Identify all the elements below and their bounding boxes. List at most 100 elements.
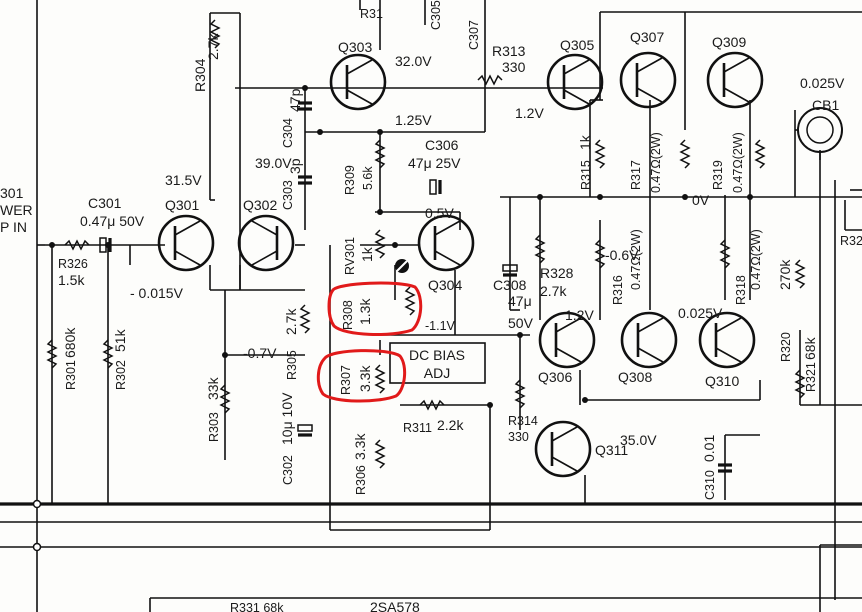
label-c306-name: C306: [425, 137, 459, 153]
label-r317-name: R317: [629, 160, 643, 190]
label-r321-value: 68k: [802, 336, 818, 360]
label-r302-value: 51k: [112, 328, 128, 352]
label-r309-name: R309: [343, 165, 357, 195]
label-q305: Q305: [560, 37, 594, 53]
dc-bias-label-line1: DC BIAS: [409, 347, 465, 363]
label-r321-name: R321: [804, 362, 818, 392]
q310-symbol: [698, 311, 756, 369]
voltage-0025v-top: 0.025V: [800, 75, 845, 91]
transistor-labels: Q303 Q305 Q307 Q309 Q301 Q302 Q304 Q306 …: [165, 29, 746, 458]
q309-symbol: [706, 51, 764, 109]
junction-dots: [49, 85, 753, 408]
label-r320-value: 270k: [777, 259, 793, 290]
q307-symbol: [619, 51, 677, 109]
label-c308-name: C308: [493, 277, 527, 293]
label-q302: Q302: [243, 197, 277, 213]
q304-symbol: [417, 214, 475, 272]
label-r315-name: R315: [579, 160, 593, 190]
label-q307: Q307: [630, 29, 664, 45]
voltage-35v: 35.0V: [620, 432, 657, 448]
label-r318-name: R318: [734, 275, 748, 305]
label-r308-value: 1.3k: [357, 298, 373, 325]
left-edge-text-1: 301: [0, 185, 24, 201]
voltage-32v: 32.0V: [395, 53, 432, 69]
label-r303-name: R303: [207, 412, 221, 442]
label-r319-value: 0.47Ω(2W): [731, 132, 745, 193]
label-r302-name: R302: [114, 360, 128, 390]
label-r326-value: 1.5k: [58, 272, 85, 288]
voltage-0025v-mid: 0.025V: [678, 305, 723, 321]
label-r311-name: R311: [403, 421, 432, 435]
label-r328-value: 2.7k: [540, 283, 567, 299]
label-c302-value: 10μ 10V: [279, 392, 295, 445]
label-r317-value: 0.47Ω(2W): [649, 132, 663, 193]
label-r313-name: R313: [492, 43, 526, 59]
capacitor-symbols: [99, 101, 732, 473]
label-r306-value: 3.3k: [352, 433, 368, 460]
transistor-symbols: [157, 51, 764, 478]
label-r304-name: R304: [192, 58, 208, 92]
label-q311: Q311: [595, 442, 628, 458]
voltage-neg07v: -0.7V: [243, 345, 277, 361]
bias-adjust-knob: [395, 259, 409, 273]
label-c307-name: C307: [467, 20, 481, 50]
label-r305-value: 2.7k: [283, 308, 299, 335]
label-cb1: CB1: [812, 97, 839, 113]
q311-symbol: [534, 420, 592, 478]
left-edge-text-2: WER: [0, 202, 33, 218]
label-q310: Q310: [705, 373, 739, 389]
bottom-partial-text-2: 2SA578: [370, 599, 420, 612]
voltage-neg06v: -0.6V: [605, 247, 639, 263]
dc-bias-label-line2: ADJ: [424, 365, 450, 381]
label-c310-value: 0.01: [701, 435, 717, 462]
left-edge-text-3: P IN: [0, 219, 27, 235]
label-c301-name: C301: [88, 195, 122, 211]
label-r309-value: 5.6k: [361, 166, 375, 190]
resistor-labels: R304 2.7k R313 330 R309 5.6k R315 1k R31…: [58, 33, 818, 495]
label-c302-name: C302: [281, 455, 295, 485]
red-circle-r308: [327, 281, 423, 336]
circuit-breaker-symbol: [795, 107, 843, 160]
dc-bias-adj-box: DC BIAS ADJ: [389, 342, 486, 384]
label-r301-name: R301: [64, 360, 78, 390]
label-r307-name: R307: [339, 365, 353, 395]
voltage-315v: 31.5V: [165, 172, 202, 188]
q301-symbol: [157, 214, 215, 272]
voltage-neg0015v: - 0.015V: [130, 285, 184, 301]
q302-symbol: [237, 214, 295, 272]
label-c305-name: C305: [429, 0, 443, 30]
label-r311-value: 2.2k: [437, 417, 464, 433]
label-c303-value: 3p: [287, 158, 303, 174]
label-rv301-value: 1k: [359, 246, 375, 262]
label-q304: Q304: [428, 277, 462, 293]
voltage-0v: 0V: [692, 192, 710, 208]
voltage-39v: 39.0V: [255, 155, 292, 171]
label-q309: Q309: [712, 34, 746, 50]
voltage-12v-top: 1.2V: [515, 105, 544, 121]
label-q306: Q306: [538, 369, 572, 385]
label-q301: Q301: [165, 197, 199, 213]
label-c304-name: C304: [281, 118, 295, 148]
label-c301-value: 0.47μ 50V: [80, 213, 145, 229]
label-c306-value: 47μ 25V: [408, 155, 461, 171]
voltage-05v: 0.5V: [425, 205, 454, 221]
label-c304-value: 47p: [287, 88, 303, 112]
bottom-partial-text: R331 68k: [230, 601, 284, 612]
q308-symbol: [620, 311, 678, 369]
label-r316-name: R316: [611, 275, 625, 305]
label-c303-name: C303: [281, 180, 295, 210]
label-r304-value: 2.7k: [205, 33, 221, 60]
q303-symbol: [329, 53, 387, 111]
partial-label-r32x: R32: [840, 234, 862, 248]
label-r301-value: 680k: [62, 327, 78, 358]
label-r315-value: 1k: [577, 134, 593, 150]
label-r320-name: R320: [779, 332, 793, 362]
q305-symbol: [546, 53, 604, 111]
label-r314-name: R314: [508, 414, 538, 428]
label-r303-value: 33k: [205, 376, 221, 400]
label-q308: Q308: [618, 369, 652, 385]
label-c308-value: 47μ: [508, 293, 532, 309]
voltage-125v: 1.25V: [395, 112, 432, 128]
partial-label-r31x: R31: [360, 7, 383, 21]
